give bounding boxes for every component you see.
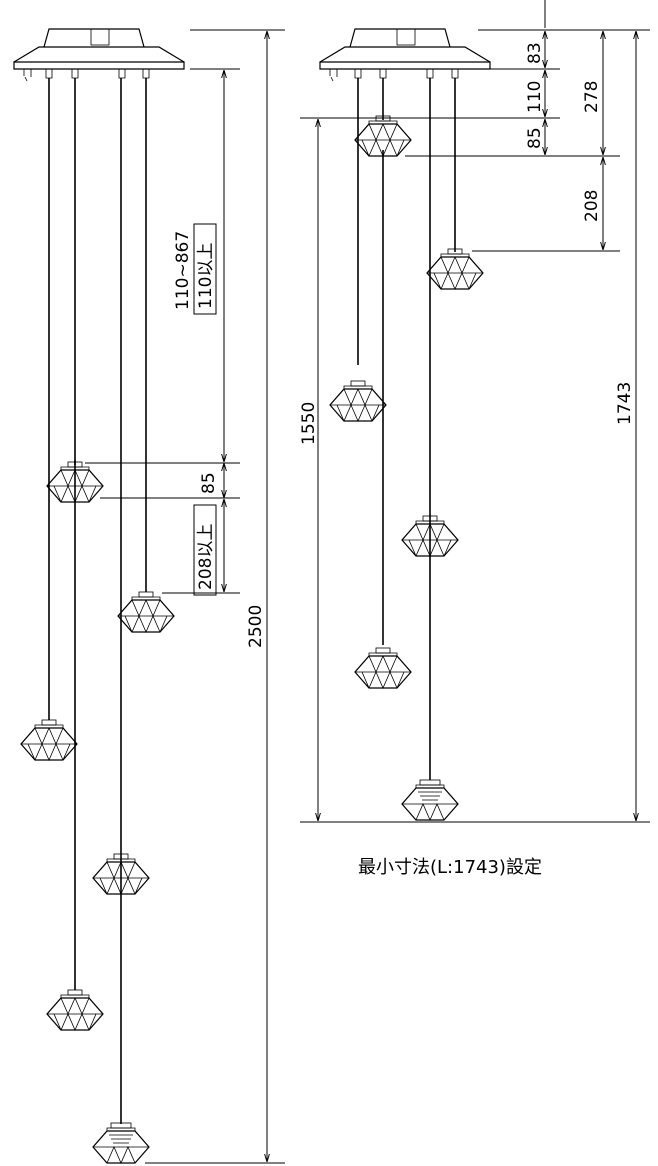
glass-shade — [329, 380, 387, 422]
canopy-height-label: 83 — [525, 42, 545, 64]
cord-hangers — [45, 69, 150, 79]
glass-shade — [117, 591, 175, 633]
top-gap-label: 110 — [525, 81, 545, 113]
glass-shade-bottom — [92, 1122, 150, 1164]
minimum-setting-caption: 最小寸法(L:1743)設定 — [358, 857, 542, 878]
right-view: 83 110 85 278 208 1550 1743 最小寸法(L:1743)… — [299, 0, 650, 878]
length-1550-label: 1550 — [299, 402, 319, 445]
shade-height-label: 85 — [525, 127, 545, 149]
adjust-range-label: 110~867 — [173, 231, 193, 310]
cord-hangers — [354, 69, 459, 79]
step-278-label: 278 — [582, 81, 602, 113]
glass-shade — [20, 719, 78, 761]
gap-min-label: 208以上 — [196, 524, 216, 590]
glass-shade — [354, 647, 412, 689]
adjust-min-label: 110以上 — [196, 243, 216, 309]
adjust-min-box — [193, 223, 217, 315]
ceiling-canopy — [13, 28, 185, 82]
extension-lines — [85, 29, 285, 1164]
shade-height-label: 85 — [199, 472, 219, 494]
ceiling-canopy — [319, 28, 491, 82]
extension-lines — [300, 0, 650, 823]
glass-shade-bottom — [401, 779, 459, 821]
glass-shade — [426, 248, 484, 290]
gap-min-box — [193, 504, 217, 596]
step-208-label: 208 — [582, 190, 602, 222]
length-1743-label: 1743 — [615, 382, 635, 425]
overall-length-label: 2500 — [246, 605, 266, 648]
left-view: 110~867 110以上 85 208以上 2500 — [13, 28, 285, 1164]
glass-shade — [46, 989, 104, 1031]
